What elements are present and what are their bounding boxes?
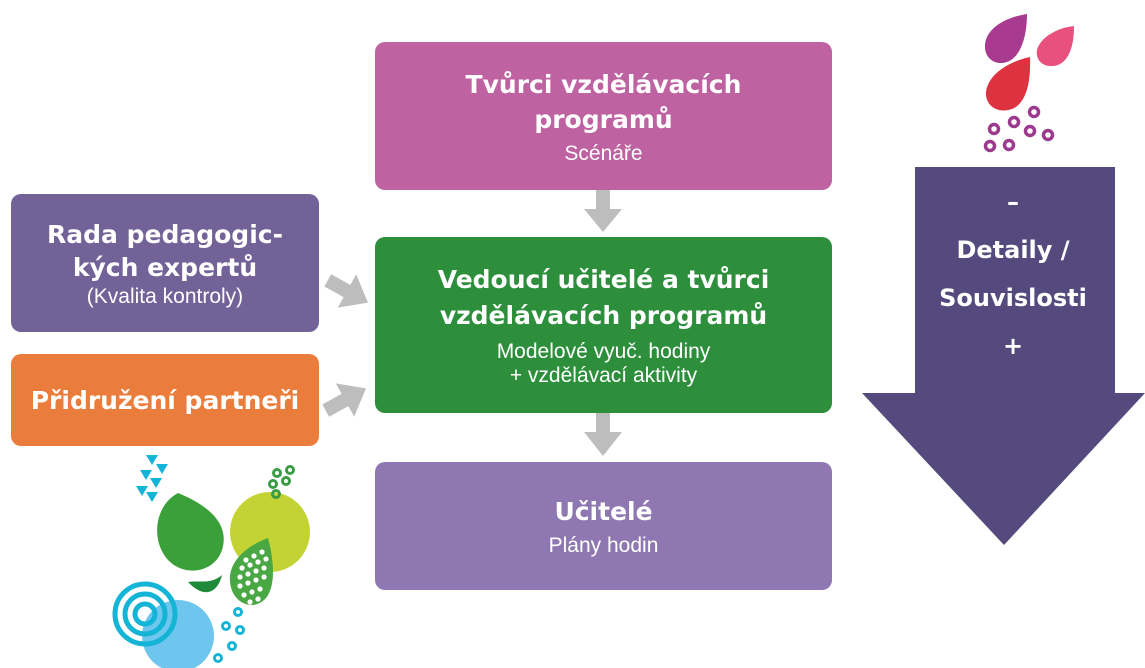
box-title-line2: kých expertů [72,252,258,282]
arrow-label-line1: Detaily / [956,236,1070,264]
box-title: Přidružení partneři [30,385,300,415]
arrow-plus-sign: + [1002,332,1024,360]
details-context-arrow [862,167,1145,545]
colorful-drops-icon [983,14,1074,153]
details-context-arrow-label: – Detaily / Souvislosti + [915,178,1111,370]
box-subtitle: (Kvalita kontroly) [86,284,244,308]
box-associated-partners: Přidružení partneři [11,354,319,446]
arrow-minus-sign: – [1007,188,1019,216]
box-title-line1: Rada pedagogic- [47,219,283,249]
box-title-line1: Tvůrci vzdělávacích [465,69,742,99]
box-title-line2: programů [534,104,673,134]
box-subtitle-line1: Modelové vyuč. hodiny [496,340,711,363]
arrow-top-to-middle [584,190,622,232]
box-subtitle-line2: + vzdělávací aktivity [509,364,698,387]
box-subtitle: Plány hodin [548,534,659,557]
arrow-label-line2: Souvislosti [939,284,1087,312]
box-lead-teachers: Vedoucí učitelé a tvůrci vzdělávacích pr… [375,237,832,413]
arrow-left-upper-to-middle [324,274,368,308]
box-pedagogic-experts: Rada pedagogic- kých expertů (Kvalita ko… [11,194,319,332]
arrow-left-lower-to-middle [322,383,366,417]
box-program-creators: Tvůrci vzdělávacích programů Scénáře [375,42,832,190]
box-subtitle: Scénáře [564,141,643,165]
colorful-shapes-icon [112,455,310,668]
box-title-line2: vzdělávacích programů [439,301,768,330]
box-teachers: Učitelé Plány hodin [375,462,832,590]
box-title-line1: Vedoucí učitelé a tvůrci [437,265,770,294]
arrow-middle-to-bottom [584,413,622,456]
box-title: Učitelé [554,497,653,526]
